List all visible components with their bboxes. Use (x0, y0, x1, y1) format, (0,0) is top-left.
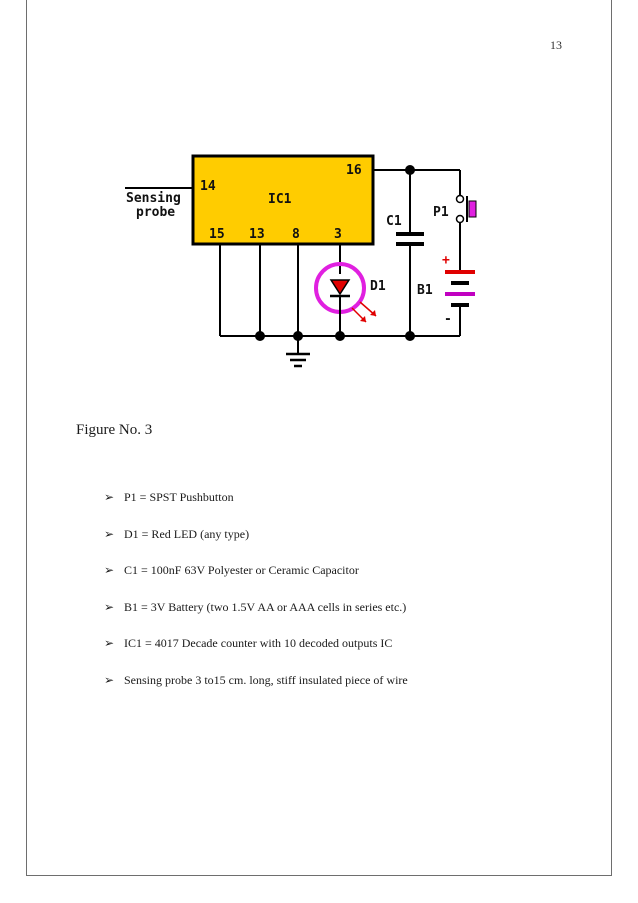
sensing-label-line2: probe (136, 205, 175, 220)
figure-caption: Figure No. 3 (76, 422, 153, 438)
sensing-label-line1: Sensing (126, 191, 181, 206)
junction-3 (335, 331, 345, 341)
arrow-bullet-icon: ➢ (104, 563, 115, 577)
pin3-label: 3 (334, 227, 342, 242)
junction-1 (255, 331, 265, 341)
list-item: ➢ IC1 = 4017 Decade counter with 10 deco… (104, 635, 408, 672)
arrow-bullet-icon: ➢ (104, 636, 115, 650)
list-item: ➢ B1 = 3V Battery (two 1.5V AA or AAA ce… (104, 599, 408, 636)
junction-4 (405, 331, 415, 341)
pin14-label: 14 (200, 179, 216, 194)
list-item-text: IC1 = 4017 Decade counter with 10 decode… (124, 636, 393, 650)
arrow-bullet-icon: ➢ (104, 526, 115, 541)
arrow-bullet-icon: ➢ (104, 672, 115, 687)
list-item: ➢ D1 = Red LED (any type) (104, 526, 408, 563)
battery-minus-sign: - (444, 312, 452, 327)
list-item: ➢ P1 = SPST Pushbutton (104, 489, 408, 526)
c1-label: C1 (386, 214, 402, 229)
light-arrow-1-head (360, 316, 366, 322)
list-item-text: P1 = SPST Pushbutton (124, 490, 234, 504)
led-diode-icon (329, 279, 351, 296)
ic1-body (191, 154, 375, 246)
ic1-label: IC1 (268, 192, 292, 207)
pin8-label: 8 (292, 227, 300, 242)
battery-plus-sign: + (442, 253, 450, 268)
d1-label: D1 (370, 279, 386, 294)
page-number: 13 (550, 38, 562, 52)
page-frame (26, 0, 612, 876)
arrow-bullet-icon: ➢ (104, 599, 115, 614)
arrow-bullet-icon: ➢ (104, 490, 115, 504)
b1-label: B1 (417, 283, 433, 298)
p1-contact-top (455, 194, 465, 204)
list-item: ➢ Sensing probe 3 to15 cm. long, stiff i… (104, 672, 408, 709)
pin16-label: 16 (346, 163, 362, 178)
pin15-label: 15 (209, 227, 225, 242)
p1-contact-bottom (455, 214, 465, 224)
parts-list: ➢ P1 = SPST Pushbutton ➢ D1 = Red LED (a… (104, 489, 408, 708)
p1-button-icon (468, 200, 477, 218)
list-item-text: B1 = 3V Battery (two 1.5V AA or AAA cell… (124, 599, 407, 614)
list-item-text: C1 = 100nF 63V Polyester or Ceramic Capa… (124, 563, 359, 577)
list-item-text: Sensing probe 3 to15 cm. long, stiff ins… (124, 672, 408, 687)
list-item: ➢ C1 = 100nF 63V Polyester or Ceramic Ca… (104, 562, 408, 599)
light-arrow-2-head (370, 310, 376, 316)
circuit-schematic: Sensing probe IC1 14 16 15 13 8 3 D1 C1 … (125, 154, 477, 368)
pin13-label: 13 (249, 227, 265, 242)
list-item-text: D1 = Red LED (any type) (124, 526, 250, 541)
p1-label: P1 (433, 205, 449, 220)
